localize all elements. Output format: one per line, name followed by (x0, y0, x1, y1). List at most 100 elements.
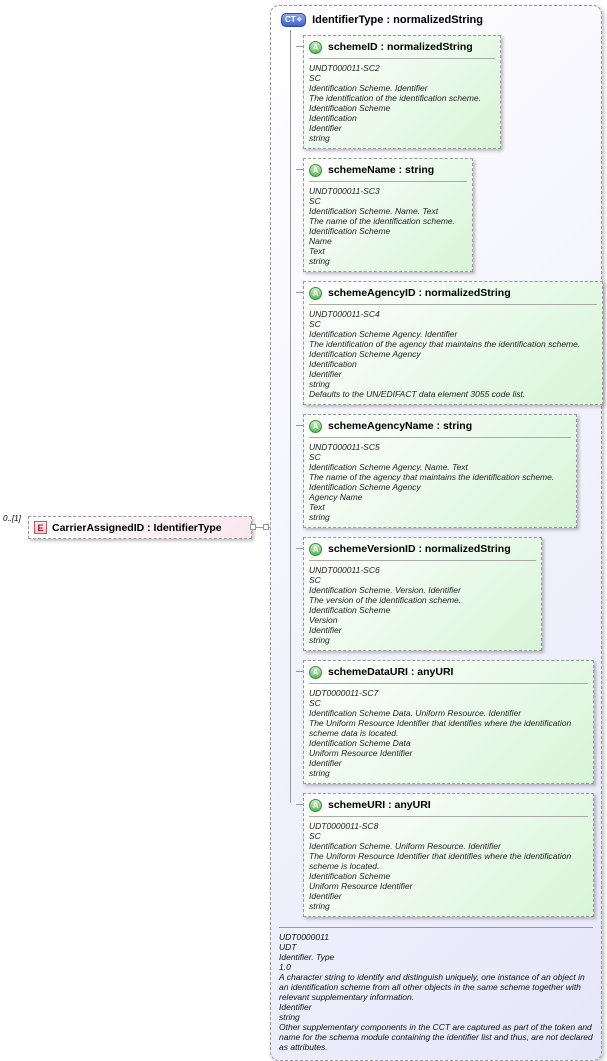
attribute-detail-line: SC (309, 319, 321, 329)
attribute-box[interactable]: A schemeVersionID : normalizedString UND… (296, 537, 542, 651)
annotation-line: Identifier (279, 1002, 312, 1012)
attribute-detail-line: Text (309, 502, 325, 512)
attribute-detail-line: string (309, 512, 330, 522)
attribute-detail-line: UNDT000011-SC3 (309, 186, 380, 196)
attribute-detail-line: Identification Scheme (309, 871, 391, 881)
attribute-header: A schemeDataURI : anyURI (309, 665, 588, 679)
attribute-detail-line: Identification Scheme (309, 605, 391, 615)
attribute-header: A schemeID : normalizedString (309, 40, 495, 54)
attribute-icon: A (309, 798, 322, 812)
attribute-title: schemeURI : anyURI (328, 799, 431, 811)
attribute-detail-line: The Uniform Resource Identifier that ide… (309, 718, 572, 738)
attribute-icon: A (309, 163, 322, 177)
attribute-detail-line: UNDT000011-SC2 (309, 63, 380, 73)
attribute-detail-line: SC (309, 698, 321, 708)
attribute-title: schemeName : string (328, 164, 435, 176)
attribute-detail-line: Identification (309, 113, 357, 123)
attribute-detail-line: The identification of the agency that ma… (309, 339, 581, 349)
annotation-line: string (279, 1012, 300, 1022)
annotation-line: 1.0 (279, 962, 291, 972)
attribute-detail-line: Identification Scheme. Version. Identifi… (309, 585, 461, 595)
complextype-icon-label: CT (285, 15, 296, 24)
attribute-detail-line: The Uniform Resource Identifier that ide… (309, 851, 572, 871)
attribute-title: schemeID : normalizedString (328, 41, 473, 53)
attribute-header: A schemeAgencyID : normalizedString (309, 286, 597, 300)
attribute-detail-line: Text (309, 246, 325, 256)
attribute-header: A schemeVersionID : normalizedString (309, 542, 536, 556)
attribute-detail-line: Identification (309, 359, 357, 369)
attribute-detail-line: The name of the agency that maintains th… (309, 472, 555, 482)
attribute-detail-line: Identification Scheme Data (309, 738, 411, 748)
attribute-title: schemeVersionID : normalizedString (328, 543, 511, 555)
attribute-detail-line: Uniform Resource Identifier (309, 748, 413, 758)
attribute-detail-line: string (309, 379, 330, 389)
attribute-detail-line: The identification of the identification… (309, 93, 481, 103)
attribute-detail-line: string (309, 256, 330, 266)
connector-handle-right (263, 524, 269, 530)
attribute-detail-line: Identifier (309, 369, 342, 379)
attribute-detail-line: Identification Scheme (309, 226, 391, 236)
element-title: CarrierAssignedID : IdentifierType (52, 521, 222, 534)
attribute-detail-line: Identification Scheme Agency (309, 349, 421, 359)
attribute-detail-line: SC (309, 196, 321, 206)
element-carrier-assigned-id[interactable]: E CarrierAssignedID : IdentifierType (28, 516, 252, 539)
attribute-detail-line: SC (309, 575, 321, 585)
attribute-separator (309, 560, 536, 561)
annotation-line: UDT0000011 (279, 932, 329, 942)
attribute-detail-line: Agency Name (309, 492, 363, 502)
annotation-line: Other supplementary components in the CC… (279, 1022, 593, 1052)
attribute-detail-line: Identification Scheme (309, 103, 391, 113)
attribute-title: schemeAgencyID : normalizedString (328, 287, 511, 299)
attribute-box[interactable]: A schemeID : normalizedString UNDT000011… (296, 35, 501, 149)
attribute-detail-line: Identifier (309, 625, 342, 635)
complextype-icon: CT ◆ (281, 13, 307, 27)
occurrence-label: 0..[1] (3, 514, 21, 523)
attribute-box[interactable]: A schemeAgencyID : normalizedString UNDT… (296, 281, 603, 405)
attribute-separator (309, 304, 597, 305)
attribute-title: schemeDataURI : anyURI (328, 666, 454, 678)
complextype-header[interactable]: CT ◆ IdentifierType : normalizedString (277, 12, 595, 28)
attribute-detail-line: UDT0000011-SC8 (309, 821, 379, 831)
element-icon: E (34, 521, 47, 534)
attribute-detail-line: Name (309, 236, 332, 246)
attribute-detail-line: UNDT000011-SC4 (309, 309, 380, 319)
attribute-separator (309, 816, 588, 817)
attribute-title: schemeAgencyName : string (328, 420, 473, 432)
attribute-detail-line: UDT0000011-SC7 (309, 688, 379, 698)
attribute-icon: A (309, 286, 322, 300)
attribute-icon: A (309, 665, 322, 679)
attribute-detail-line: Identification Scheme. Identifier (309, 83, 428, 93)
complextype-title: IdentifierType : normalizedString (312, 14, 483, 26)
attribute-detail-line: Identification Scheme Agency. Identifier (309, 329, 458, 339)
attribute-detail-line: Identifier (309, 758, 342, 768)
attribute-detail-line: string (309, 635, 330, 645)
attribute-separator (309, 683, 588, 684)
attribute-header: A schemeURI : anyURI (309, 798, 588, 812)
attribute-tree-line (290, 30, 291, 803)
attribute-stack: A schemeID : normalizedString UNDT000011… (296, 35, 603, 917)
attribute-detail-line: Defaults to the UN/EDIFACT data element … (309, 389, 526, 399)
diamond-icon: ◆ (296, 16, 303, 23)
attribute-detail-line: The name of the identification scheme. (309, 216, 455, 226)
attribute-detail-line: UNDT000011-SC5 (309, 442, 380, 452)
attribute-detail-line: SC (309, 831, 321, 841)
attribute-detail-line: Identifier (309, 123, 342, 133)
attribute-detail-line: Identification Scheme Data. Uniform Reso… (309, 708, 522, 718)
attribute-icon: A (309, 419, 322, 433)
attribute-detail-line: Version (309, 615, 338, 625)
annotation-line: Identifier. Type (279, 952, 335, 962)
attribute-detail-line: Uniform Resource Identifier (309, 881, 413, 891)
attribute-box[interactable]: A schemeAgencyName : string UNDT000011-S… (296, 414, 577, 528)
complextype-identifiertype-box: CT ◆ IdentifierType : normalizedString A… (270, 5, 603, 1061)
